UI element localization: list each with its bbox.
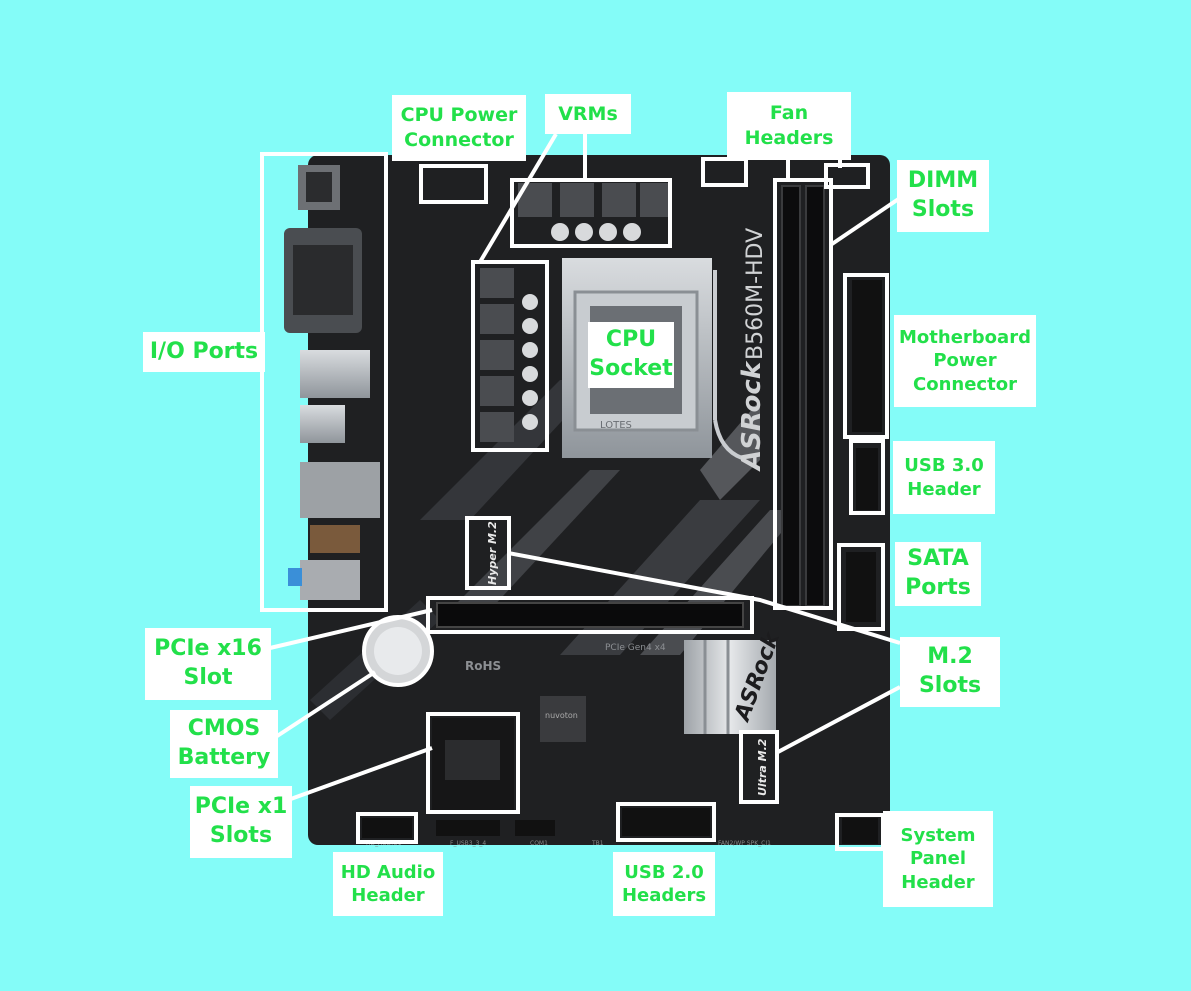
vrm-left-box bbox=[471, 260, 549, 452]
sata-connectors bbox=[846, 552, 876, 622]
label-io-ports: I/O Ports bbox=[143, 332, 265, 372]
fan-silk: FAN2/WP SPK_CI1 bbox=[718, 840, 771, 847]
usb3-header-box bbox=[849, 439, 885, 515]
label-hd-audio-header: HD Audio Header bbox=[333, 852, 443, 916]
label-sata-ports: SATA Ports bbox=[895, 542, 981, 606]
vrm-leader-left bbox=[478, 132, 558, 264]
label-cmos-battery: CMOS Battery bbox=[170, 710, 278, 778]
ultra-m2-box bbox=[739, 730, 779, 804]
ultra-m2-text: Ultra M.2 bbox=[756, 738, 769, 796]
usb2-box bbox=[616, 802, 716, 842]
hyper-m2-text: Hyper M.2 bbox=[486, 521, 499, 585]
rohs-text: RoHS bbox=[465, 659, 501, 673]
pcie1-leader bbox=[287, 746, 433, 802]
label-vrms: VRMs bbox=[545, 94, 631, 134]
vrm-components bbox=[480, 183, 668, 442]
label-cpu-socket: CPU Socket bbox=[588, 322, 674, 388]
fan-header-1-box bbox=[701, 157, 748, 187]
system-panel-pins bbox=[842, 818, 878, 844]
m2-leader-hyper bbox=[507, 551, 901, 645]
label-cpu-power-connector: CPU Power Connector bbox=[392, 95, 526, 161]
label-pcie-x16-slot: PCIe x16 Slot bbox=[145, 628, 271, 700]
com-pins bbox=[515, 820, 555, 836]
com-silk: COM1 bbox=[530, 840, 548, 847]
io-ports-box bbox=[260, 152, 388, 612]
usb2-pins bbox=[622, 808, 710, 836]
m2-leader-ultra bbox=[777, 685, 901, 754]
tb-silk: TB1 bbox=[591, 840, 604, 847]
hd-audio-box bbox=[356, 812, 418, 844]
socket-mark: LOTES bbox=[600, 420, 632, 431]
dimm-leader bbox=[830, 196, 902, 246]
f-usb3-pins bbox=[436, 820, 500, 836]
label-system-panel-header: System Panel Header bbox=[883, 811, 993, 907]
usb3-header-pins bbox=[856, 448, 878, 510]
sio-chip bbox=[540, 696, 586, 742]
mb-power-box bbox=[843, 273, 889, 439]
label-usb2-headers: USB 2.0 Headers bbox=[613, 852, 715, 916]
dimm-slot-group bbox=[781, 185, 825, 607]
chip-brand-text: nuvoton bbox=[545, 711, 578, 720]
pcie-x16-slot-body bbox=[436, 602, 744, 628]
label-m2-slots: M.2 Slots bbox=[900, 637, 1000, 707]
leader-lines bbox=[266, 132, 902, 802]
pcie-x1-box bbox=[426, 712, 520, 814]
pcie-x1-chip bbox=[445, 740, 500, 780]
brand-vertical-text: ASRock bbox=[737, 360, 767, 472]
board-branding: ASRock B560M-HDV bbox=[737, 228, 768, 472]
cmos-leader bbox=[266, 670, 377, 744]
io-ports-block bbox=[284, 165, 380, 600]
pcie-x16-box bbox=[426, 596, 754, 634]
hd-audio-pins bbox=[362, 818, 412, 838]
label-fan-headers: Fan Headers bbox=[727, 92, 851, 160]
vrm-top-box bbox=[510, 178, 672, 248]
fan-header-2-box bbox=[824, 163, 870, 189]
label-motherboard-power-connector: Motherboard Power Connector bbox=[894, 315, 1036, 407]
cpu-power-box bbox=[419, 164, 488, 204]
label-usb3-header: USB 3.0 Header bbox=[893, 441, 995, 514]
pcie16-leader bbox=[269, 608, 433, 650]
f-usb-silk: F_USB3_3_4 bbox=[450, 840, 486, 847]
mb-power-pins bbox=[852, 280, 882, 432]
label-pcie-x1-slots: PCIe x1 Slots bbox=[190, 786, 292, 858]
dimm-box bbox=[773, 178, 833, 610]
pcie-marking-text: PCIe Gen4 x4 bbox=[605, 643, 666, 653]
model-text: B560M-HDV bbox=[743, 228, 768, 360]
m2-heatsink: ASRock bbox=[684, 628, 785, 734]
label-dimm-slots: DIMM Slots bbox=[897, 160, 989, 232]
cmos-battery-cell bbox=[362, 615, 434, 687]
